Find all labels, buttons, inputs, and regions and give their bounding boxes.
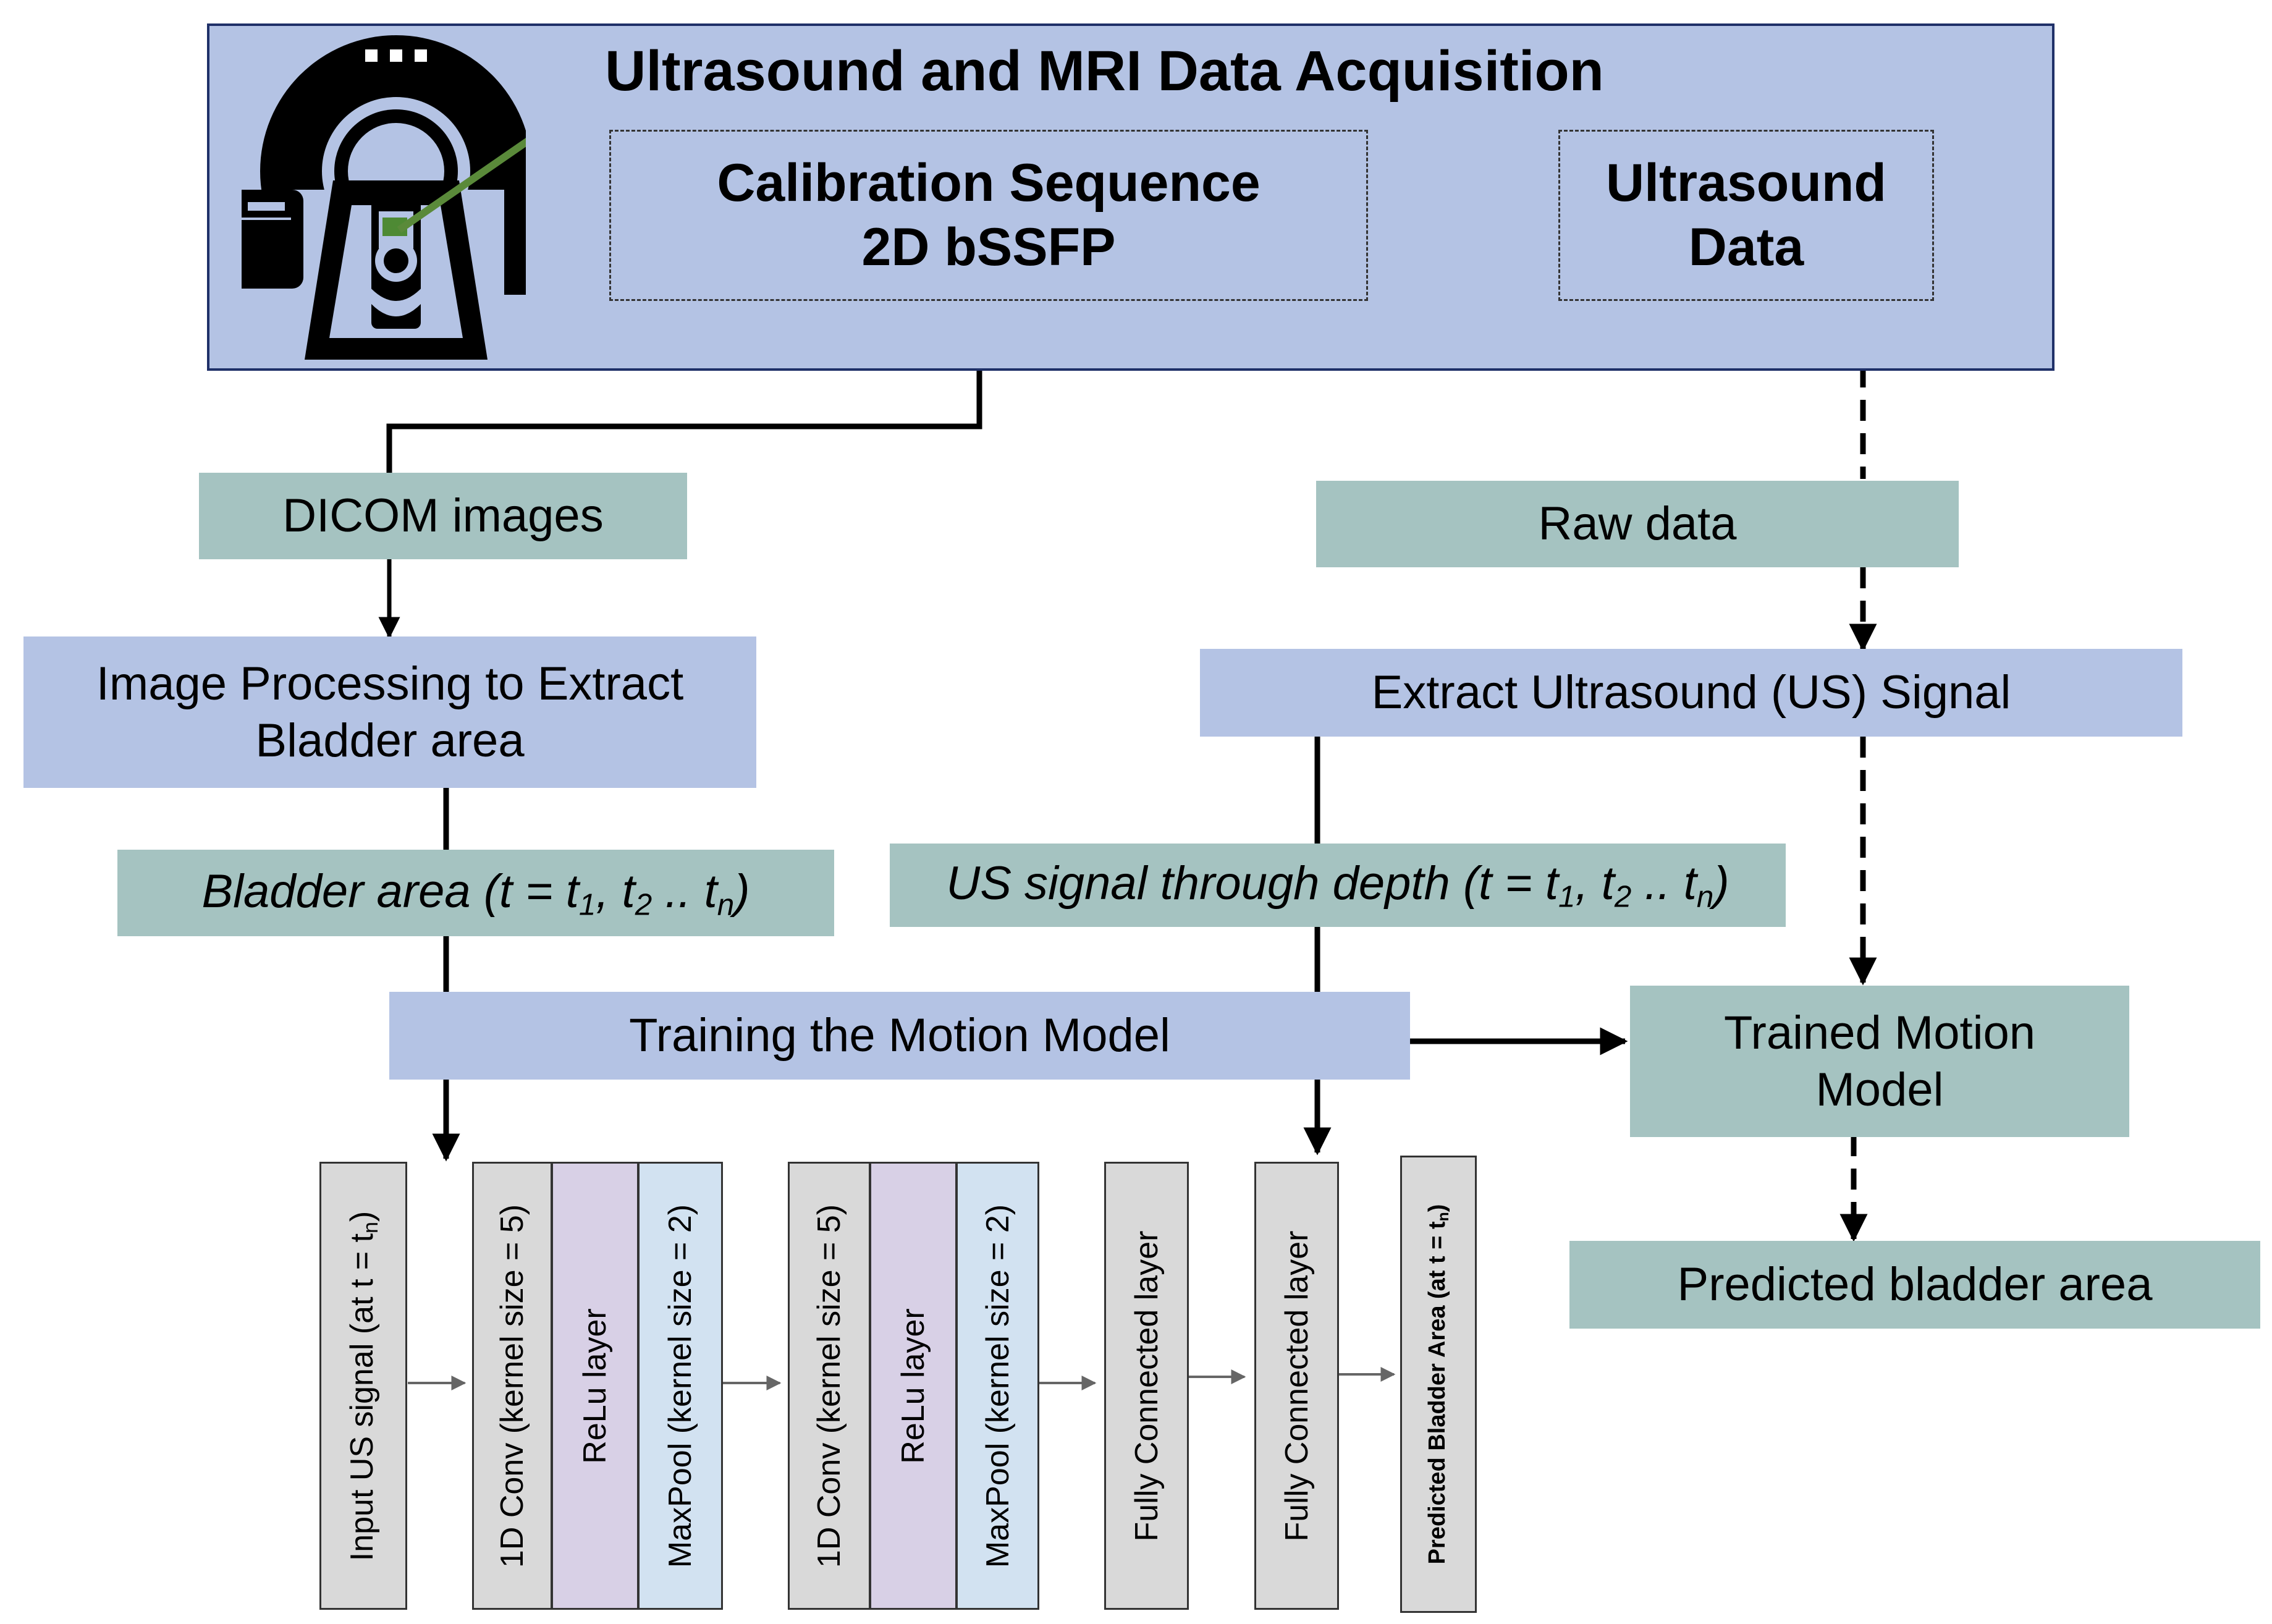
relu1-layer: ReLu layer [551, 1162, 639, 1610]
output-layer: Predicted Bladder Area (at t = tn) [1400, 1156, 1477, 1613]
trained-line1: Trained Motion [1723, 1007, 2036, 1060]
predicted-bladder-area-box: Predicted bladder area [1569, 1241, 2260, 1329]
acquisition-title: Ultrasound and MRI Data Acquisition [605, 40, 1604, 103]
extract-us-signal-box: Extract Ultrasound (US) Signal [1200, 649, 2182, 737]
fc2-label: Fully Connected layer [1278, 1230, 1315, 1541]
conv2-label: 1D Conv (kernel size = 5) [811, 1204, 847, 1568]
ultrasound-line2: Data [1688, 217, 1804, 277]
ultrasound-data-box: Ultrasound Data [1558, 130, 1934, 301]
us-signal-label: US signal through depth (t = t1, t2 .. t… [946, 857, 1729, 914]
bladder-area-label: Bladder area (t = t1, t2 .. tn) [201, 865, 750, 922]
calibration-sequence-box: Calibration Sequence 2D bSSFP [609, 130, 1368, 301]
trained-line2: Model [1815, 1063, 1944, 1116]
training-motion-model-box: Training the Motion Model [389, 992, 1410, 1080]
trained-motion-model-box: Trained Motion Model [1630, 986, 2129, 1137]
us-signal-depth-box: US signal through depth (t = t1, t2 .. t… [890, 844, 1786, 927]
mri-scanner-icon [242, 35, 526, 360]
calibration-line1: Calibration Sequence [717, 153, 1261, 213]
output-label: Predicted Bladder Area (at t = tn) [1424, 1204, 1453, 1565]
maxpool2-layer: MaxPool (kernel size = 2) [956, 1162, 1039, 1610]
fc1-label: Fully Connected layer [1128, 1230, 1165, 1541]
image-processing-line1: Image Processing to Extract [96, 658, 684, 711]
image-processing-line2: Bladder area [255, 714, 525, 767]
calibration-line2: 2D bSSFP [861, 217, 1116, 277]
maxpool2-label: MaxPool (kernel size = 2) [979, 1204, 1016, 1568]
input-us-signal-label: Input US signal (at t = tn) [344, 1211, 383, 1561]
bladder-area-box: Bladder area (t = t1, t2 .. tn) [117, 850, 834, 936]
acquisition-panel: Ultrasound and MRI Data Acquisition Cali… [207, 23, 2055, 371]
image-processing-box: Image Processing to Extract Bladder area [23, 636, 756, 788]
maxpool1-layer: MaxPool (kernel size = 2) [638, 1162, 723, 1610]
maxpool1-label: MaxPool (kernel size = 2) [662, 1204, 698, 1568]
relu2-layer: ReLu layer [869, 1162, 957, 1610]
scanner-pointer-arrow [397, 138, 526, 233]
conv2-layer: 1D Conv (kernel size = 5) [788, 1162, 871, 1610]
conv1-label: 1D Conv (kernel size = 5) [494, 1204, 530, 1568]
relu1-label: ReLu layer [577, 1308, 613, 1464]
dicom-images-box: DICOM images [199, 473, 687, 559]
relu2-label: ReLu layer [895, 1308, 931, 1464]
conv1-layer: 1D Conv (kernel size = 5) [472, 1162, 552, 1610]
ultrasound-line1: Ultrasound [1606, 153, 1886, 213]
fc1-layer: Fully Connected layer [1104, 1162, 1189, 1610]
input-us-signal-layer: Input US signal (at t = tn) [319, 1162, 407, 1610]
raw-data-box: Raw data [1316, 481, 1959, 567]
fc2-layer: Fully Connected layer [1254, 1162, 1339, 1610]
